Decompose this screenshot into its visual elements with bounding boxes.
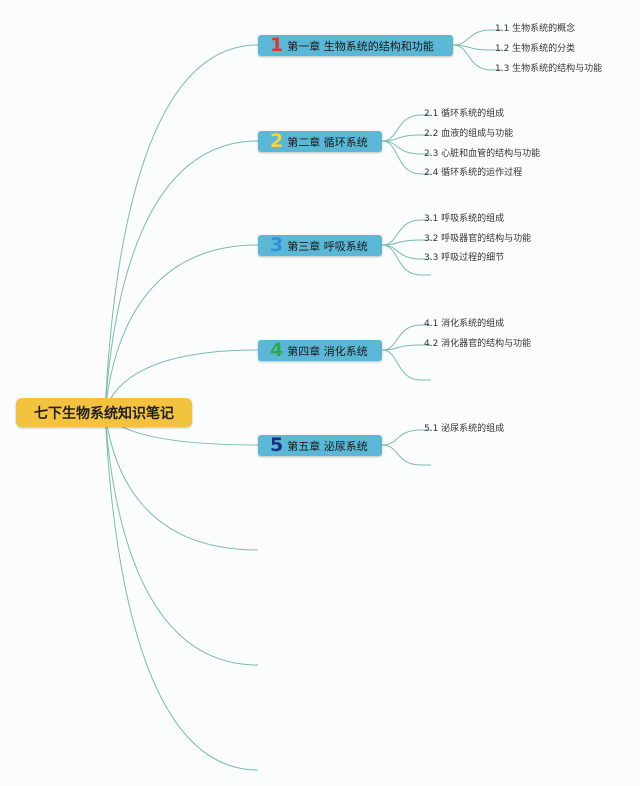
section-connector-8	[381, 219, 431, 246]
chapter-label-4: 第四章 消化系统	[287, 344, 368, 358]
section-5-1[interactable]: 5.1 泌尿系统的组成	[424, 424, 505, 434]
root-node[interactable]: 七下生物系统知识笔记	[16, 398, 192, 427]
chapter-label-5: 第五章 泌尿系统	[287, 439, 368, 453]
section-connector-15	[381, 429, 431, 446]
chapter-node-4[interactable]: 4 第四章 消化系统	[258, 340, 382, 361]
section-2-1[interactable]: 2.1 循环系统的组成	[424, 109, 505, 119]
section-connector-3	[452, 44, 502, 71]
section-2-2[interactable]: 2.2 血液的组成与功能	[424, 129, 514, 139]
section-connector-14	[381, 349, 431, 381]
chapter-label-2: 第二章 循环系统	[287, 135, 368, 149]
chapter-node-1[interactable]: 1 第一章 生物系统的结构和功能	[258, 35, 453, 56]
section-1-1[interactable]: 1.1 生物系统的概念	[495, 24, 576, 34]
chapter-label-1: 第一章 生物系统的结构和功能	[287, 39, 434, 53]
section-connector-7	[381, 140, 431, 175]
section-connector-12	[381, 324, 431, 351]
section-connector-4	[381, 114, 431, 142]
section-2-3[interactable]: 2.3 心脏和血管的结构与功能	[424, 149, 541, 159]
section-connector-13	[381, 344, 431, 351]
root-branch-connector-6	[104, 411, 259, 551]
section-3-2[interactable]: 3.2 呼吸器官的结构与功能	[424, 234, 532, 244]
root-branch-connector-7	[104, 411, 259, 666]
section-connector-11	[381, 244, 431, 276]
section-2-4[interactable]: 2.4 循环系统的运作过程	[424, 168, 523, 178]
section-3-3[interactable]: 3.3 呼吸过程的细节	[424, 253, 505, 263]
section-4-2[interactable]: 4.2 消化器官的结构与功能	[424, 339, 532, 349]
section-connector-16	[381, 444, 431, 466]
chapter-number-2: 2	[270, 130, 284, 152]
chapter-node-2[interactable]: 2 第二章 循环系统	[258, 131, 382, 152]
chapter-number-4: 4	[270, 339, 284, 361]
section-connector-9	[381, 239, 431, 246]
root-branch-connector-2	[104, 140, 259, 413]
section-4-1[interactable]: 4.1 消化系统的组成	[424, 319, 505, 329]
section-1-2[interactable]: 1.2 生物系统的分类	[495, 44, 576, 54]
section-connector-2	[452, 44, 502, 51]
root-branch-connector-1	[104, 44, 259, 413]
section-1-3[interactable]: 1.3 生物系统的结构与功能	[495, 64, 603, 74]
chapter-number-1: 1	[270, 34, 284, 56]
root-branch-connector-8	[104, 411, 259, 771]
root-branch-connector-3	[104, 244, 259, 413]
chapter-node-3[interactable]: 3 第三章 呼吸系统	[258, 235, 382, 256]
chapter-node-5[interactable]: 5 第五章 泌尿系统	[258, 435, 382, 456]
section-connector-1	[452, 29, 502, 46]
chapter-number-3: 3	[270, 234, 284, 256]
chapter-label-3: 第三章 呼吸系统	[287, 239, 368, 253]
chapter-number-5: 5	[270, 434, 284, 456]
root-label: 七下生物系统知识笔记	[34, 405, 174, 422]
section-3-1[interactable]: 3.1 呼吸系统的组成	[424, 214, 505, 224]
section-connector-5	[381, 134, 431, 142]
